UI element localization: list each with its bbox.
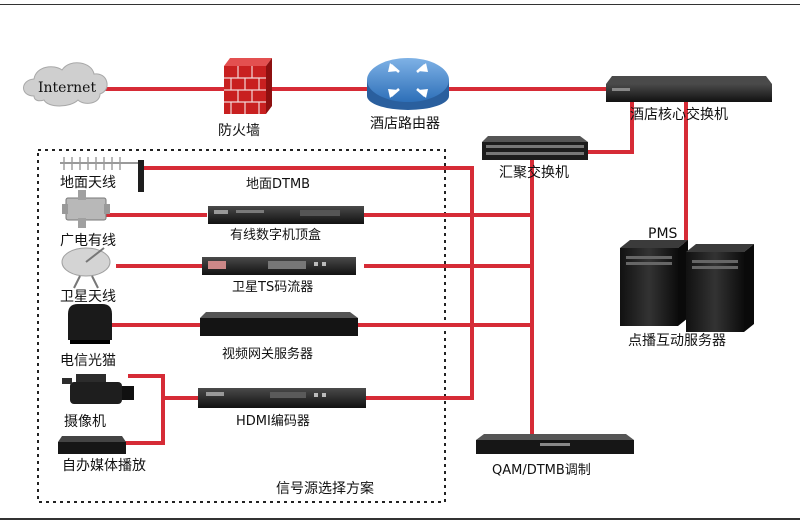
network-links	[102, 87, 688, 445]
bottom-border-line	[0, 518, 800, 520]
hdmi-encoder-device	[198, 388, 366, 408]
satellite-antenna-label: 卫星天线	[60, 289, 116, 305]
qam-modulator-label: QAM/DTMB调制	[492, 463, 591, 478]
top-border-line	[0, 4, 800, 5]
internet-label: Internet	[38, 80, 97, 96]
camera-label: 摄像机	[64, 414, 106, 430]
cable-stb-label: 有线数字机顶盒	[230, 228, 322, 243]
video-camera-icon	[62, 374, 134, 404]
link-camera-hdmi	[128, 374, 200, 400]
firewall-icon	[224, 58, 272, 114]
video-gateway-device	[200, 312, 358, 336]
cable-splitter-icon	[62, 190, 110, 228]
vod-server-towers	[620, 240, 754, 332]
satellite-ts-device	[202, 257, 356, 275]
signal-source-group-title: 信号源选择方案	[276, 481, 374, 497]
link-player-hdmi	[123, 396, 165, 445]
media-player-label: 自办媒体播放	[62, 458, 146, 474]
core-switch-device	[606, 76, 772, 102]
hdmi-encoder-label: HDMI编码器	[236, 414, 310, 429]
telecom-modem-label: 电信光猫	[60, 353, 116, 369]
link-core-agg	[588, 101, 634, 154]
router-icon	[367, 58, 449, 110]
aggregation-switch-label: 汇聚交换机	[499, 165, 569, 181]
terrestrial-antenna-icon	[60, 157, 144, 192]
video-gateway-label: 视频网关服务器	[222, 347, 314, 362]
cable-stb-device	[208, 206, 364, 224]
satellite-dish-icon	[61, 247, 111, 289]
pms-label: PMS	[648, 226, 678, 242]
aggregation-switch-device	[482, 136, 588, 160]
terrestrial-dtmb-label: 地面DTMB	[246, 177, 311, 192]
firewall-label: 防火墙	[218, 123, 260, 139]
core-switch-label: 酒店核心交换机	[630, 107, 728, 123]
telecom-modem-icon	[68, 304, 112, 344]
router-label: 酒店路由器	[370, 116, 440, 132]
internet-cloud	[23, 62, 108, 107]
cable-tv-label: 广电有线	[60, 233, 116, 249]
satellite-ts-label: 卫星TS码流器	[232, 280, 314, 295]
media-player-icon	[58, 436, 126, 454]
terrestrial-antenna-label: 地面天线	[60, 175, 116, 191]
qam-modulator-device	[476, 434, 634, 454]
vod-server-label: 点播互动服务器	[628, 333, 726, 349]
